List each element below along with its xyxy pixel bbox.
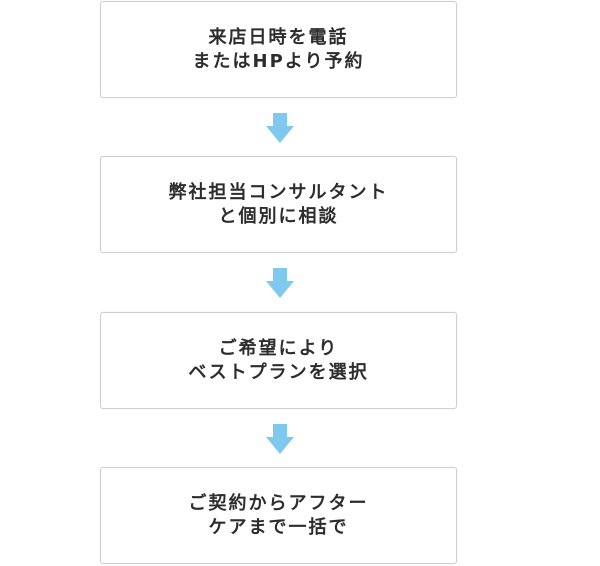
arrow-shape (266, 424, 294, 454)
down-arrow-icon (266, 424, 294, 454)
step-text-line2: と個別に相談 (218, 205, 339, 227)
step-text-line1: ご契約からアフター (188, 492, 369, 514)
down-arrow-icon (266, 268, 294, 298)
down-arrow-icon (266, 113, 294, 143)
arrow-shape (266, 113, 294, 143)
flow-step-reservation: 来店日時を電話 またはHPより予約 (100, 1, 457, 98)
flow-step-contract-aftercare: ご契約からアフター ケアまで一括で (100, 467, 457, 564)
step-text-line1: ご希望により (218, 337, 339, 359)
flow-step-consultation: 弊社担当コンサルタント と個別に相談 (100, 156, 457, 253)
step-text-line2: またはHPより予約 (192, 50, 365, 72)
step-text-line2: ケアまで一括で (208, 516, 349, 538)
step-text-line1: 来店日時を電話 (208, 26, 349, 48)
flow-step-plan-selection: ご希望により ベストプランを選択 (100, 312, 457, 409)
step-text-line2: ベストプランを選択 (188, 361, 369, 383)
step-text-line1: 弊社担当コンサルタント (168, 181, 389, 203)
arrow-shape (266, 268, 294, 298)
